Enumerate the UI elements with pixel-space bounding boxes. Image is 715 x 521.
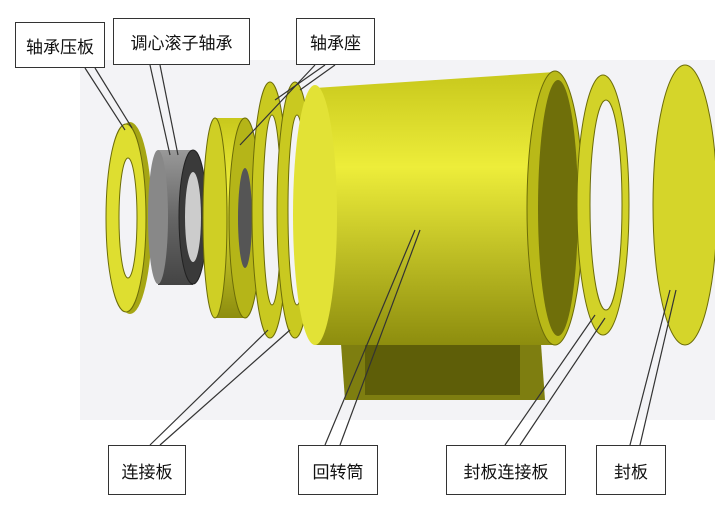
label-spherical-roller-bearing: 调心滚子轴承 [113,18,250,65]
bearing-seat-part [202,117,262,319]
label-rotary-drum: 回转筒 [298,445,378,495]
seal-plate-part [652,64,715,346]
rotary-drum-part [293,70,584,346]
seal-plate-connecting-plate-part [576,74,630,336]
bearing-part [148,149,208,285]
label-bearing-press-plate: 轴承压板 [15,22,105,68]
bearing-press-plate-part [105,122,152,314]
support-stand [340,330,545,400]
label-seal-plate: 封板 [596,445,666,495]
label-bearing-seat: 轴承座 [296,18,375,65]
label-connecting-plate: 连接板 [108,445,186,495]
label-seal-plate-connecting-plate: 封板连接板 [446,445,566,495]
leader-lines [84,64,677,446]
